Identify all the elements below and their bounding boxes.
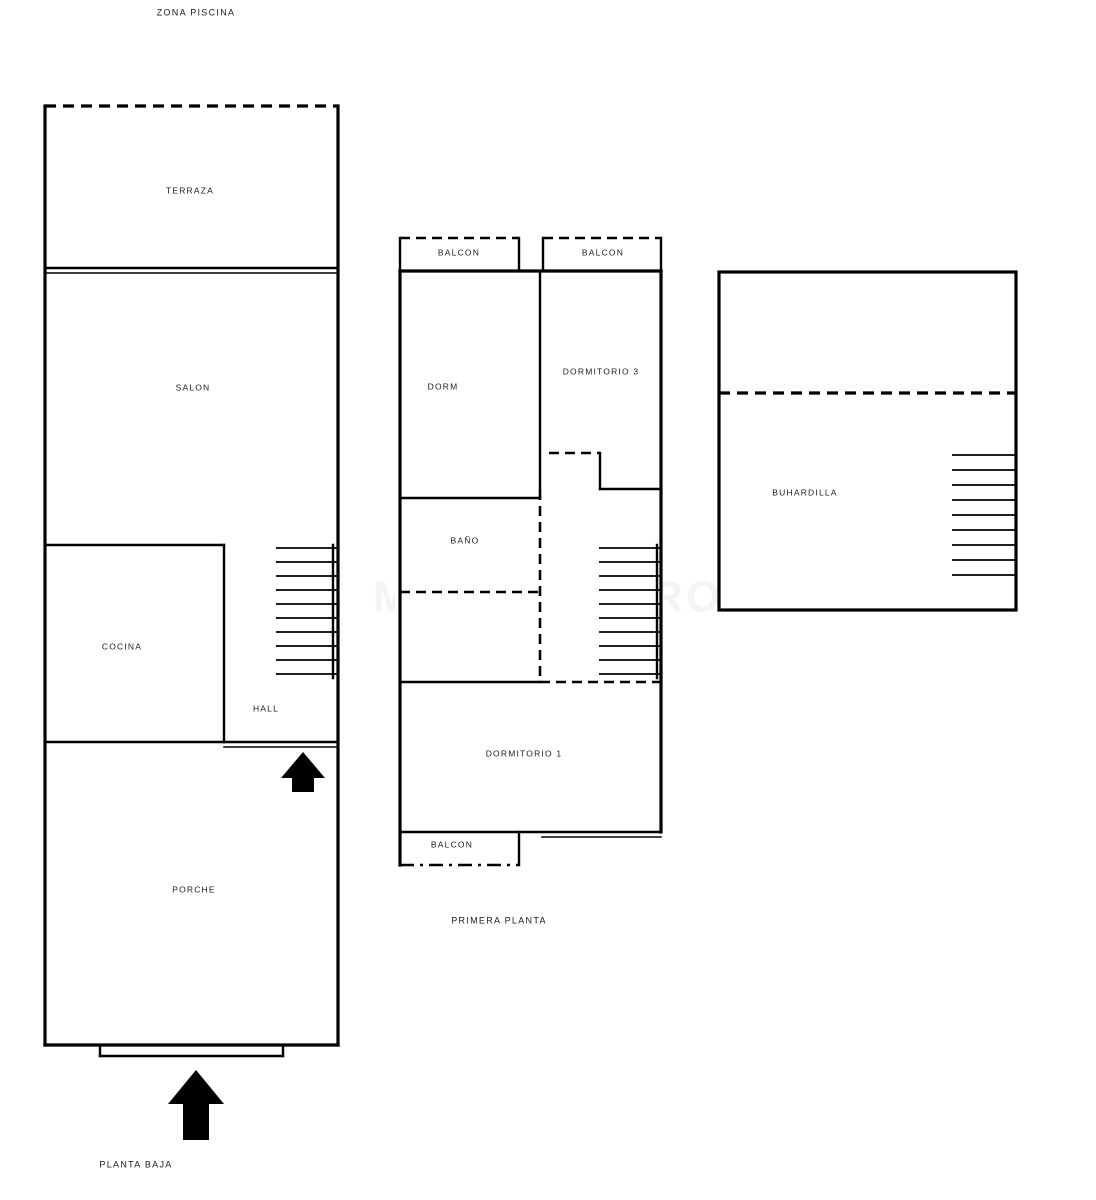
room-label-bano: BAÑO [451, 535, 480, 545]
room-label-porche: PORCHE [172, 884, 216, 894]
floor-planta-baja: TERRAZA SALON COCINA HALL [43, 104, 340, 1169]
floor-buhardilla: BUHARDILLA [717, 270, 1018, 612]
main-entrance-arrow-icon [168, 1070, 224, 1140]
buhardilla-staircase [952, 454, 1016, 576]
primera-planta-body [395, 237, 663, 865]
pb-front-step [98, 1043, 285, 1058]
floor-primera-planta: BALCON BALCON DORM DORMITORIO 3 [395, 236, 663, 925]
room-label-balcon-ne: BALCON [582, 247, 624, 257]
floor-caption-planta-baja: PLANTA BAJA [99, 1159, 172, 1169]
room-label-cocina: COCINA [102, 641, 142, 651]
room-label-dormitorio-1: DORMITORIO 1 [486, 748, 563, 758]
buhardilla-body [719, 272, 1016, 610]
hall-entrance-arrow-icon [281, 752, 325, 792]
planta-baja-staircase [276, 543, 338, 680]
room-label-terraza: TERRAZA [166, 185, 214, 195]
room-label-hall: HALL [253, 703, 279, 713]
room-label-buhardilla: BUHARDILLA [772, 487, 837, 497]
room-label-dormitorio-3: DORMITORIO 3 [563, 366, 640, 376]
floor-caption-primera-planta: PRIMERA PLANTA [451, 915, 547, 925]
room-label-salon: SALON [176, 382, 211, 392]
room-label-balcon-nw: BALCON [438, 247, 480, 257]
arrow-up-glyph [281, 752, 325, 792]
primera-planta-staircase [599, 543, 661, 680]
room-label-dorm: DORM [428, 381, 459, 391]
buhardilla-perimeter [717, 270, 1018, 612]
arrow-up-glyph [168, 1070, 224, 1140]
zona-piscina-label: ZONA PISCINA [157, 7, 236, 17]
room-label-balcon-s: BALCON [431, 839, 473, 849]
